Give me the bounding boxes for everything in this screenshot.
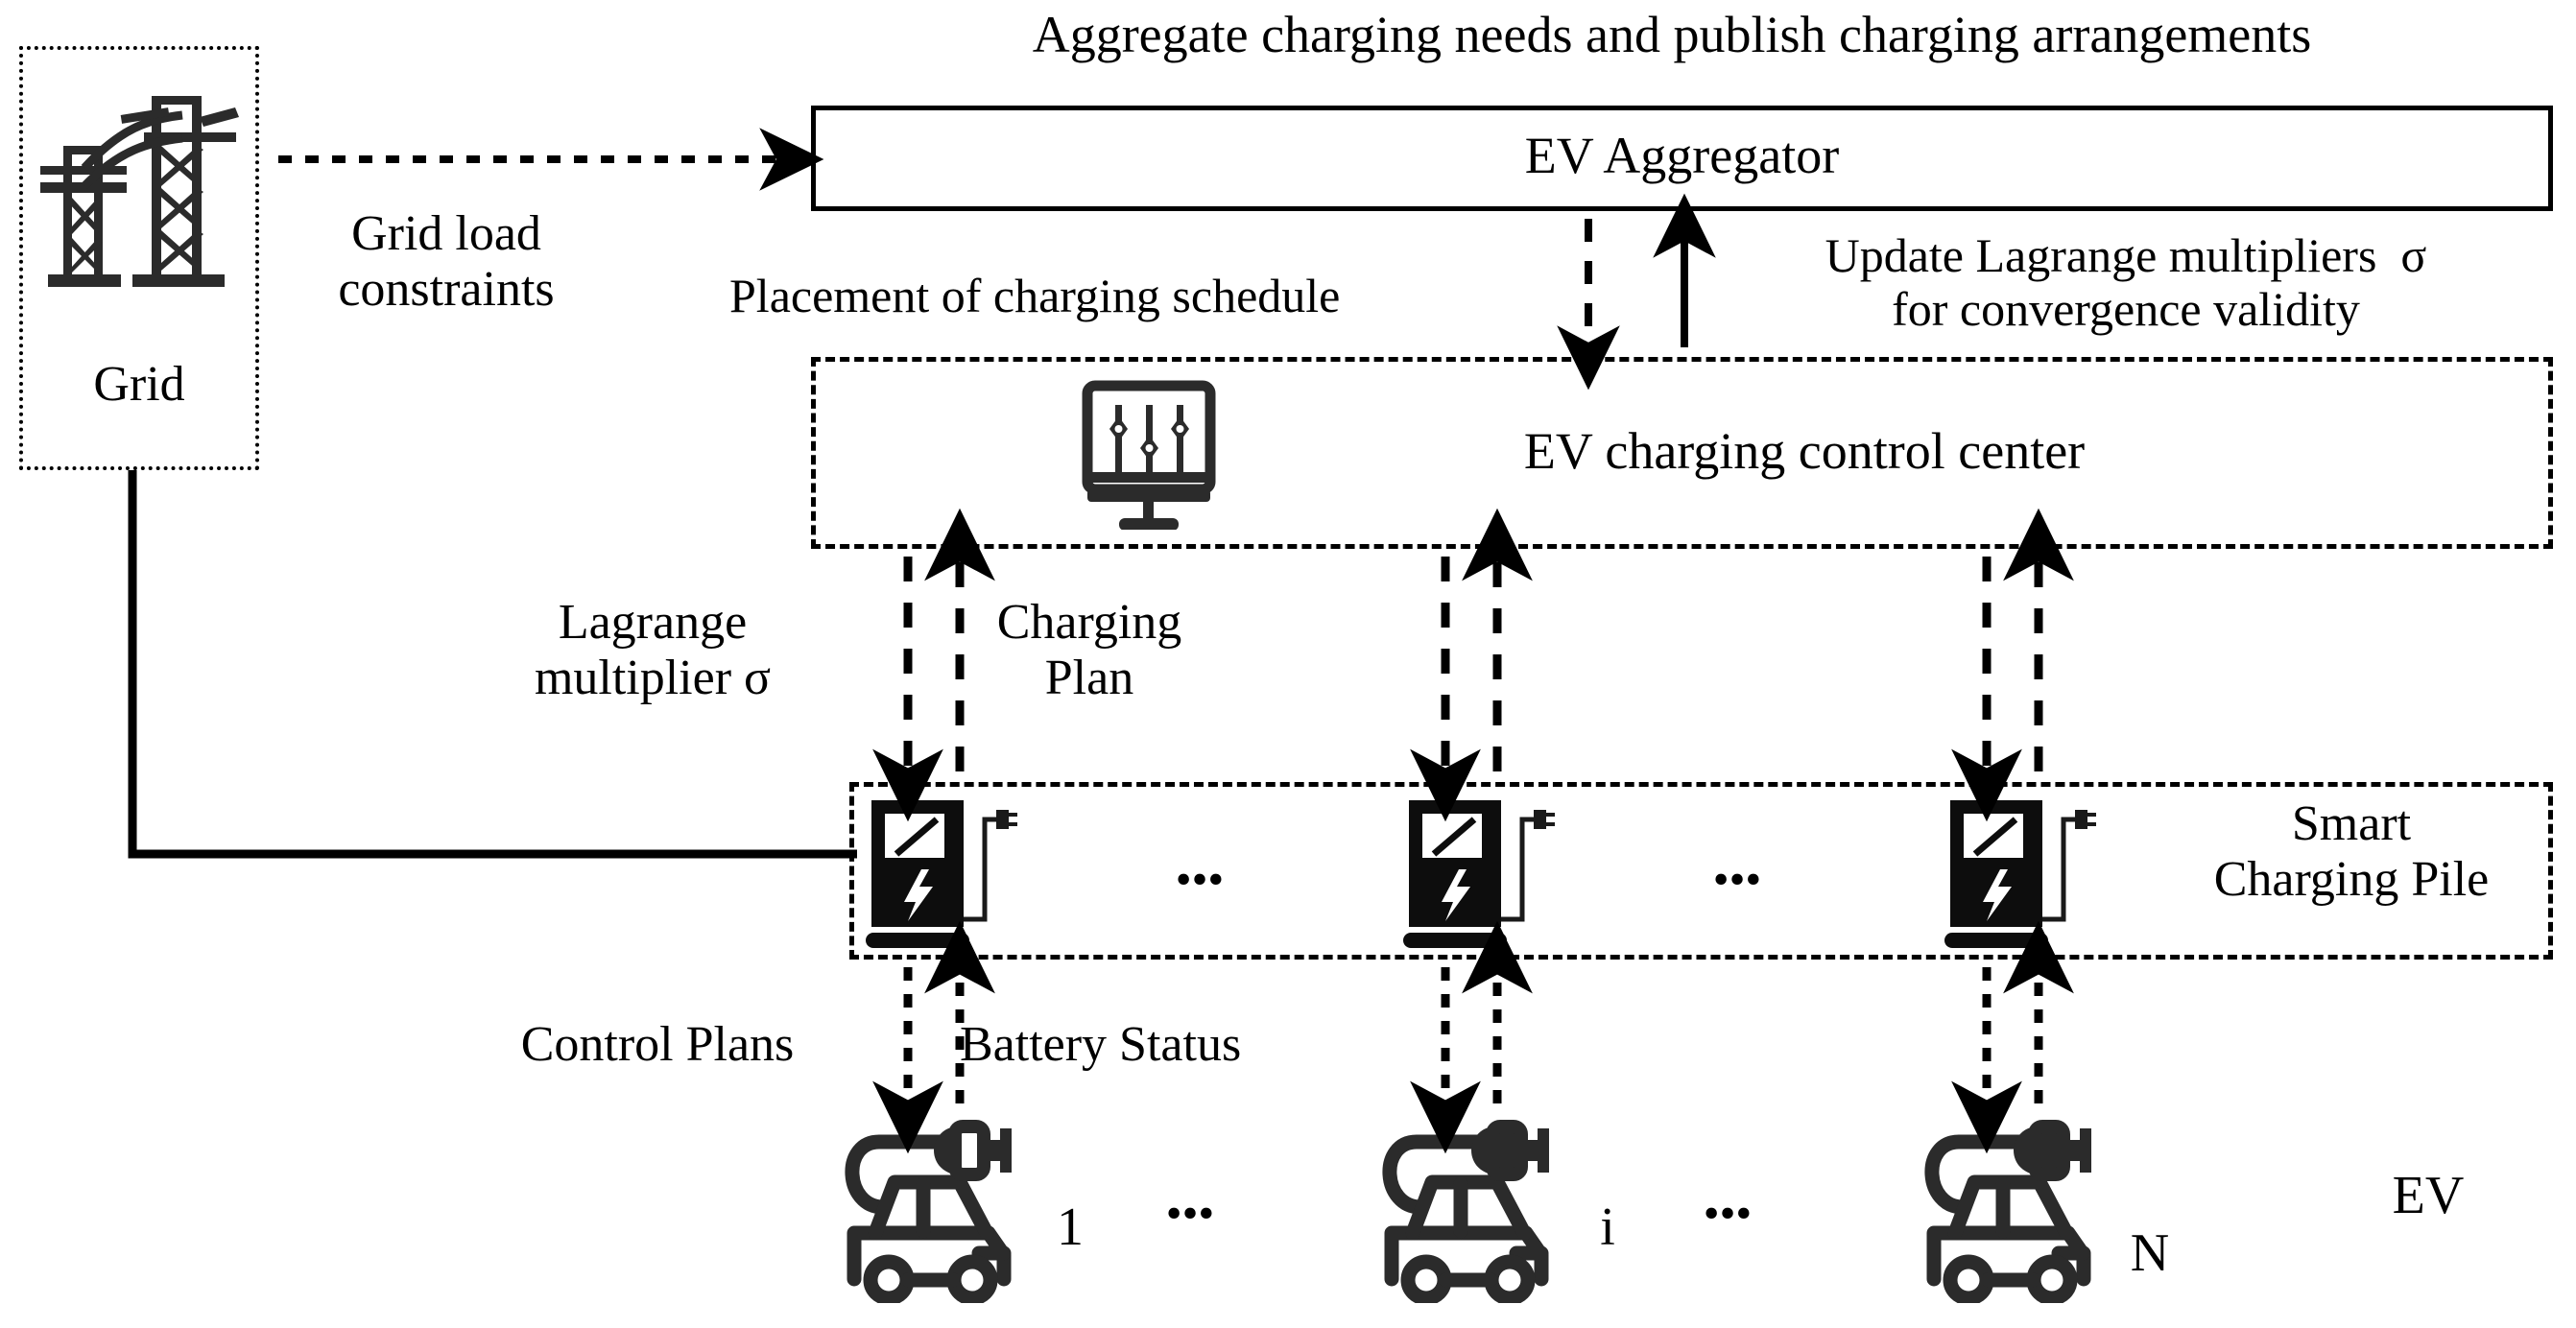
control-monitor-icon [1073, 376, 1236, 531]
ev-aggregator-label: EV Aggregator [1524, 127, 1840, 184]
power-tower-icon [29, 58, 250, 297]
edge-cc-pile-1 [872, 508, 995, 822]
battery-status-label: Battery Status [960, 1017, 1242, 1072]
charging-plan-label: Charging Plan [996, 595, 1182, 706]
edge-cc-pile-2 [1410, 508, 1533, 822]
ev-ellipsis: ••• [1703, 1188, 1753, 1239]
lagrange-multiplier-label: Lagrange multiplier σ [534, 595, 772, 706]
ev-index-label: i [1600, 1198, 1615, 1257]
edge-cc-pile-3 [1951, 508, 2074, 822]
diagram-title: Aggregate charging needs and publish cha… [1032, 6, 2312, 63]
ev-index-label: 1 [1057, 1198, 1084, 1257]
ev-index-label: N [2130, 1223, 2170, 1283]
electric-car-icon [1353, 1102, 1574, 1306]
pile-ellipsis: ••• [1712, 854, 1762, 905]
ev-ellipsis: ••• [1165, 1188, 1215, 1239]
pile-ellipsis: ••• [1175, 854, 1225, 905]
smart-charging-pile-group [849, 782, 2553, 960]
ev-group-label: EV [2392, 1166, 2465, 1225]
ev-charging-control-center-label: EV charging control center [1523, 422, 2086, 480]
edge-grid-to-pile [128, 470, 857, 859]
placement-of-charging-schedule-label: Placement of charging schedule [729, 269, 1341, 322]
edge-pile-ev-2 [1410, 920, 1533, 1154]
grid-label: Grid [93, 357, 185, 412]
grid-load-constraints-label: Grid load constraints [338, 206, 555, 318]
control-plans-label: Control Plans [520, 1017, 795, 1072]
update-lagrange-multipliers-label: Update Lagrange multipliers σ for conver… [1825, 228, 2427, 336]
edge-pile-ev-3 [1951, 920, 2074, 1154]
smart-charging-pile-label: Smart Charging Pile [2213, 796, 2490, 908]
edge-pile-ev-1 [872, 920, 995, 1154]
